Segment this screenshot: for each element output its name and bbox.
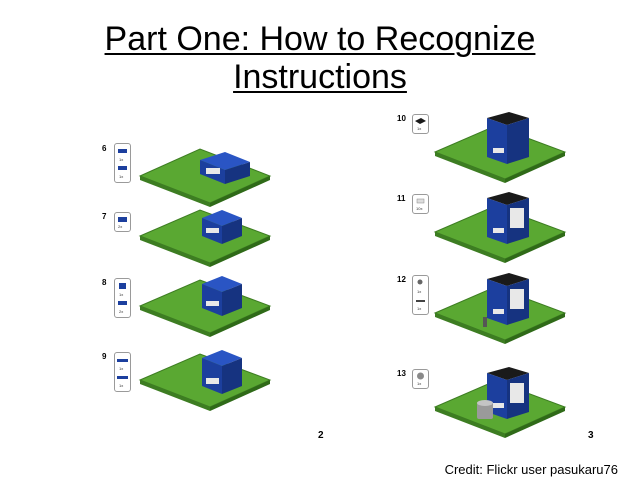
part-piece-icon — [416, 279, 425, 302]
step-number: 13 — [397, 369, 406, 378]
lego-build-model — [433, 367, 567, 438]
instruction-step-10: 10 1x — [395, 112, 567, 192]
part-quantity: 1x — [119, 174, 124, 179]
part-quantity: 1x — [119, 157, 124, 162]
instruction-step-9: 9 1x 1x — [100, 350, 272, 430]
part-quantity: 2x — [119, 309, 124, 314]
part-brick-icon — [117, 359, 128, 379]
lego-build-model — [138, 209, 272, 267]
step-number: 12 — [397, 275, 406, 284]
parts-callout: 1x 1x — [114, 352, 131, 392]
parts-callout: 1x 1x — [114, 143, 131, 183]
parts-callout: 2x — [114, 212, 131, 232]
step-number: 10 — [397, 114, 406, 123]
lego-build-model — [433, 192, 567, 263]
parts-callout: 1x 1x — [412, 275, 429, 315]
lego-build-model — [138, 148, 272, 207]
lego-build-model — [138, 276, 272, 337]
lego-build-model — [138, 350, 272, 411]
instruction-step-12: 12 1x 1x — [395, 273, 567, 353]
part-brick-icon — [118, 149, 127, 170]
instruction-step-8: 8 1x 2x — [100, 276, 272, 356]
part-quantity: 10x — [416, 206, 423, 211]
parts-callout: 10x — [412, 194, 429, 214]
step-number: 8 — [102, 278, 107, 287]
instruction-step-7: 7 2x — [100, 209, 272, 290]
step-number: 6 — [102, 144, 107, 153]
step-number: 7 — [102, 212, 107, 221]
instruction-step-6: 6 1x 1x — [100, 140, 272, 220]
part-plate-icon — [415, 118, 426, 124]
part-quantity: 1x — [119, 366, 124, 371]
part-round-brick-icon — [417, 372, 424, 380]
part-quantity: 1x — [417, 381, 422, 386]
lego-build-model — [433, 273, 567, 344]
part-tile-icon — [416, 198, 425, 204]
part-quantity: 1x — [417, 289, 422, 294]
part-quantity: 1x — [417, 306, 422, 311]
step-number: 9 — [102, 352, 107, 361]
part-quantity: 1x — [417, 126, 422, 131]
part-brick-icon — [118, 217, 127, 222]
parts-callout: 1x 2x — [114, 278, 131, 318]
parts-callout: 1x — [412, 369, 429, 389]
instruction-step-11: 11 10x — [395, 192, 567, 272]
page-title-line-1: Part One: How to Recognize — [104, 20, 536, 58]
step-number: 11 — [397, 194, 406, 203]
part-quantity: 1x — [119, 292, 124, 297]
part-quantity: 2x — [118, 224, 123, 229]
instruction-step-13: 13 1x — [395, 367, 567, 447]
part-quantity: 1x — [119, 383, 124, 388]
lego-build-model — [433, 112, 567, 183]
parts-callout: 1x — [412, 114, 429, 134]
image-credit: Credit: Flickr user pasukaru76 — [444, 462, 618, 477]
page-number-left: 2 — [318, 430, 324, 441]
page-title-line-2: Instructions — [233, 58, 407, 96]
page-number-right: 3 — [588, 430, 594, 441]
part-brick-icon — [118, 283, 127, 305]
